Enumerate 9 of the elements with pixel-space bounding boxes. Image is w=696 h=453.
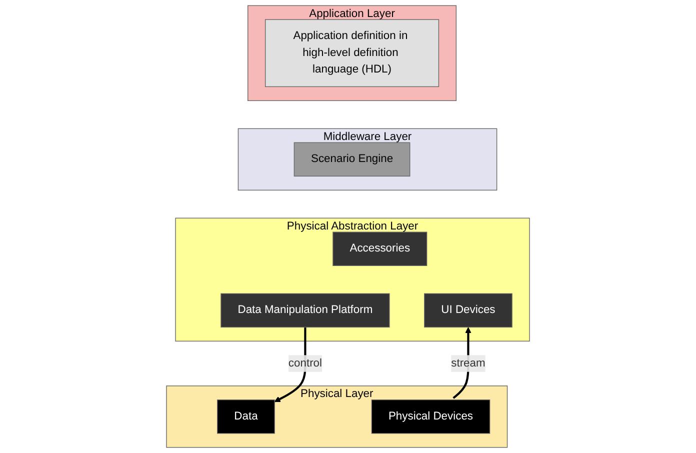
node-box: Data [217,400,275,434]
node-box: Data Manipulation Platform [220,293,390,328]
edge-label: stream [451,357,486,370]
node-box: Scenario Engine [294,142,410,177]
node-box: Application definition in high-level definition language (HDL) [264,19,440,88]
node-box: UI Devices [424,293,512,328]
node-box: Accessories [332,232,428,266]
node-box: Physical Devices [371,400,490,434]
edge-label: control [288,357,322,370]
